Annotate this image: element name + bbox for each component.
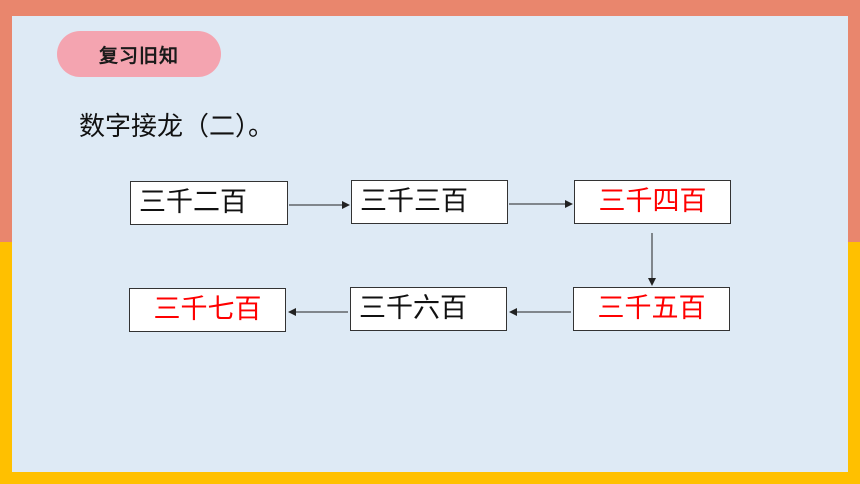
content-panel	[12, 16, 848, 472]
exercise-heading: 数字接龙（二）。	[79, 112, 275, 142]
number-box-2: 三千三百	[351, 180, 508, 224]
number-box-5: 三千六百	[350, 287, 507, 331]
number-box-4-answer: 三千五百	[573, 287, 730, 331]
number-box-1: 三千二百	[130, 181, 288, 225]
section-tag: 复习旧知	[57, 31, 221, 77]
section-tag-label: 复习旧知	[98, 44, 179, 67]
number-box-6-answer: 三千七百	[129, 288, 286, 332]
number-box-3-answer: 三千四百	[574, 180, 731, 224]
